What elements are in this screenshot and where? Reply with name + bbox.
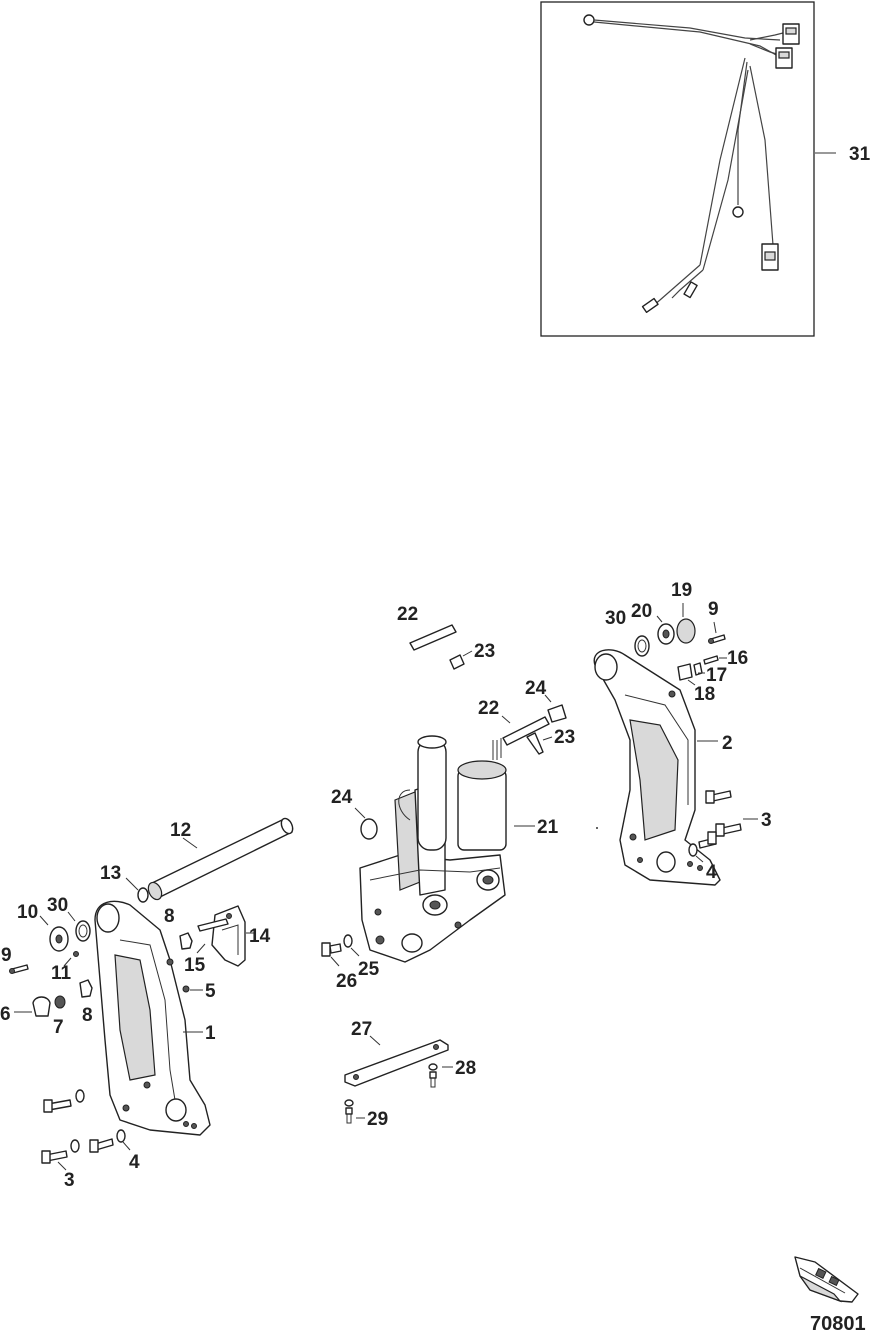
callout-26: 26 bbox=[336, 971, 357, 992]
callout-2: 2 bbox=[722, 733, 733, 754]
callout-24-left: 24 bbox=[331, 787, 353, 808]
callout-27: 27 bbox=[351, 1019, 372, 1040]
anode-plate bbox=[344, 1039, 449, 1087]
callout-4-left: 4 bbox=[129, 1152, 140, 1173]
callout-29: 29 bbox=[367, 1109, 388, 1130]
callout-3-right: 3 bbox=[761, 810, 772, 831]
callout-30-right: 30 bbox=[605, 608, 626, 629]
callout-24-right: 24 bbox=[525, 678, 547, 699]
fastener-set-right bbox=[688, 790, 742, 857]
callout-17: 17 bbox=[706, 665, 727, 686]
callout-5: 5 bbox=[205, 981, 216, 1002]
bushing bbox=[547, 704, 567, 723]
callout-25: 25 bbox=[358, 959, 380, 980]
screw bbox=[344, 1099, 354, 1124]
figure-number: 70801 bbox=[810, 1313, 866, 1335]
callout-22-upper: 22 bbox=[397, 604, 418, 625]
washer bbox=[75, 920, 91, 942]
screw bbox=[428, 1063, 438, 1088]
tilt-tube bbox=[147, 817, 294, 901]
callout-31: 31 bbox=[849, 144, 871, 165]
callout-12: 12 bbox=[170, 820, 191, 841]
callout-20: 20 bbox=[631, 601, 652, 622]
callout-30-left: 30 bbox=[47, 895, 68, 916]
right-transom-bracket bbox=[593, 649, 721, 886]
anode bbox=[32, 996, 51, 1017]
callout-10: 10 bbox=[17, 902, 38, 923]
pivot-pin bbox=[409, 624, 457, 651]
trim-tilt-pump-unit bbox=[359, 735, 507, 963]
left-transom-bracket bbox=[94, 900, 211, 1136]
callout-7: 7 bbox=[53, 1017, 64, 1038]
callout-3-left: 3 bbox=[64, 1170, 75, 1191]
bushing bbox=[360, 818, 378, 840]
callout-8-upper: 8 bbox=[164, 906, 175, 927]
callout-21: 21 bbox=[537, 817, 559, 838]
wiring-harness bbox=[583, 14, 800, 313]
washer bbox=[634, 635, 650, 657]
callout-19: 19 bbox=[671, 580, 692, 601]
callout-4-right: 4 bbox=[706, 862, 717, 883]
pin-screw bbox=[526, 732, 544, 755]
set-screw bbox=[182, 985, 190, 993]
fastener-set-left bbox=[41, 1089, 126, 1164]
callout-23-lower: 23 bbox=[554, 727, 575, 748]
clip bbox=[677, 663, 693, 681]
spring bbox=[54, 995, 66, 1009]
callout-18: 18 bbox=[694, 684, 715, 705]
callout-11: 11 bbox=[51, 963, 72, 984]
pivot-pin bbox=[197, 918, 229, 932]
callout-6: 6 bbox=[0, 1004, 11, 1025]
spring-gear bbox=[676, 618, 696, 644]
callout-14: 14 bbox=[249, 926, 271, 947]
callout-1: 1 bbox=[205, 1023, 216, 1044]
callout-22-lower: 22 bbox=[478, 698, 499, 719]
boat-icon bbox=[794, 1256, 859, 1303]
callout-16: 16 bbox=[727, 648, 748, 669]
screw bbox=[708, 634, 726, 644]
callout-8-lower: 8 bbox=[82, 1005, 93, 1026]
callout-9-right: 9 bbox=[708, 599, 719, 620]
callout-23-upper: 23 bbox=[474, 641, 495, 662]
callout-15: 15 bbox=[184, 955, 206, 976]
callout-13: 13 bbox=[100, 863, 121, 884]
fastener-set-center bbox=[321, 934, 353, 957]
bushing bbox=[79, 979, 93, 998]
callout-9-left: 9 bbox=[1, 945, 12, 966]
bushing bbox=[179, 932, 193, 950]
pivot-pin bbox=[502, 716, 550, 746]
harness-inset: 31 bbox=[540, 1, 871, 337]
screw bbox=[703, 655, 719, 665]
tilt-lock-lever bbox=[211, 905, 246, 967]
callout-28: 28 bbox=[455, 1058, 476, 1079]
o-ring bbox=[137, 887, 149, 903]
grease-fitting bbox=[449, 654, 465, 670]
screw bbox=[9, 964, 29, 974]
